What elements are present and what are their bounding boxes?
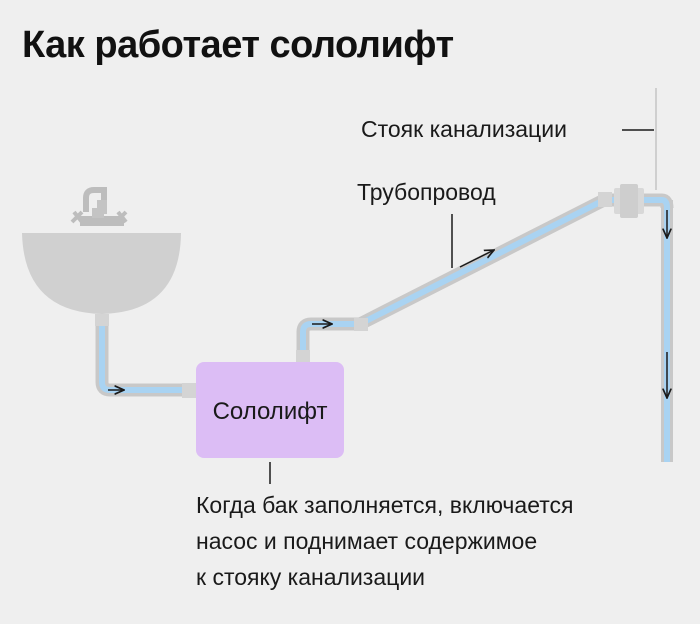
sink-drain-pipe <box>95 318 190 397</box>
flow-arrow-pipeline <box>459 250 494 268</box>
pipeline-top-coupling <box>598 192 612 207</box>
page-title: Как работает сололифт <box>22 24 454 66</box>
faucet-icon <box>70 187 128 226</box>
caption-line-3: к стояку канализации <box>196 564 426 590</box>
pipeline <box>296 193 674 356</box>
pipeline-coupling <box>354 318 368 331</box>
caption: Когда бак заполняется, включается насос … <box>196 487 573 595</box>
pipeline-label: Трубопровод <box>357 179 496 205</box>
unit-outlet-coupling <box>296 350 310 362</box>
check-valve <box>614 184 644 218</box>
drain-coupling <box>95 314 109 326</box>
riser-label: Стояк канализации <box>361 116 567 142</box>
caption-line-2: насос и поднимает содержимое <box>196 528 538 554</box>
sink-icon <box>22 187 181 314</box>
unit-inlet-coupling <box>182 383 196 398</box>
caption-line-1: Когда бак заполняется, включается <box>196 492 574 518</box>
sololift-unit <box>196 362 344 458</box>
unit-label: Сололифт <box>213 398 328 425</box>
